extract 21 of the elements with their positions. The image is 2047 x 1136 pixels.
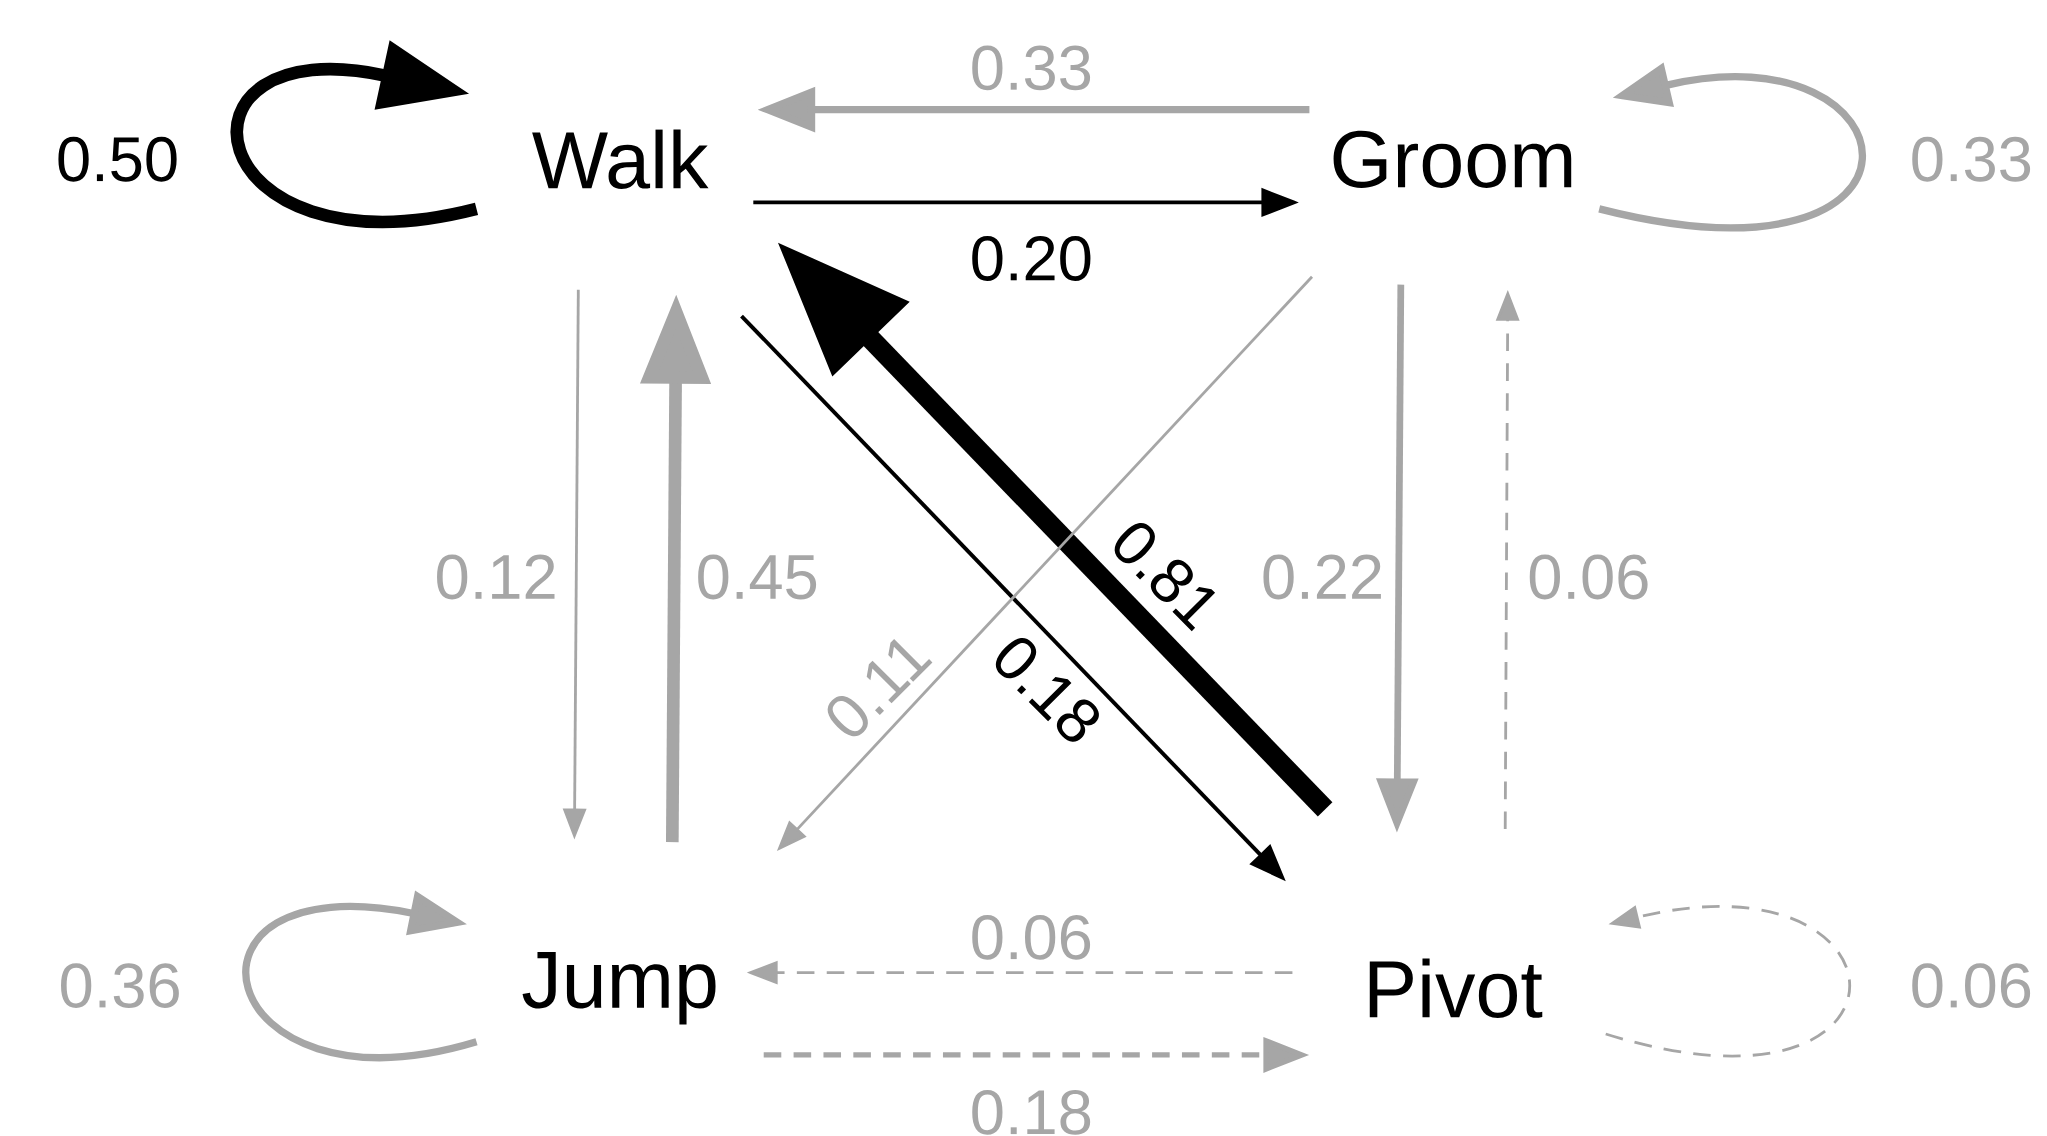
state-label: Groom xyxy=(1333,130,1572,188)
edge-label: 0.36 xyxy=(55,959,186,1012)
edge-label: 0.18 xyxy=(966,1086,1097,1136)
edge-label: 0.12 xyxy=(431,551,562,603)
edge-label: 0.06 xyxy=(1906,959,2037,1012)
edge-label: 0.20 xyxy=(966,232,1097,285)
edge-label: 0.11 xyxy=(814,624,940,750)
loop-arrow xyxy=(230,40,478,227)
state-label: Pivot xyxy=(1369,958,1543,1018)
edge-label: 0.33 xyxy=(1906,133,2037,186)
edge-label: 0.50 xyxy=(52,133,183,186)
edge-label: 0.06 xyxy=(966,911,1097,964)
edge-label: 0.22 xyxy=(1257,551,1388,603)
loop-arrow xyxy=(243,890,478,1061)
state-label: Jump xyxy=(522,952,716,1025)
edge-label: 0.45 xyxy=(692,551,823,603)
state-label: Walk xyxy=(532,129,709,189)
edge-label: 0.33 xyxy=(966,42,1097,94)
edge-label: 0.18 xyxy=(982,624,1112,754)
edge-label: 0.06 xyxy=(1523,551,1654,603)
loop-arrow xyxy=(1605,905,1851,1058)
